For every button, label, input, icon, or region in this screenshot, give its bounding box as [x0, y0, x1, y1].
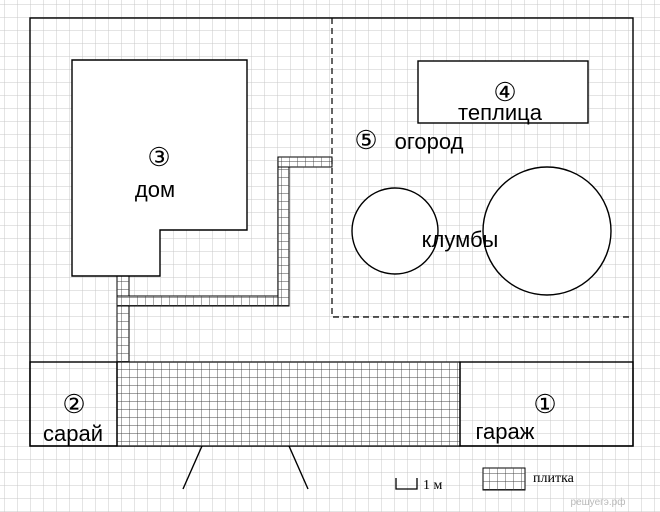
greenhouse-outline [417, 60, 589, 124]
shed-outline [29, 361, 118, 447]
shed-label: сарай [43, 421, 103, 446]
flowerbed-large [482, 166, 612, 296]
greenhouse-label: теплица [458, 100, 543, 125]
house-outline [71, 59, 248, 277]
watermark: решуегэ.рф [571, 496, 626, 508]
greenhouse-number: ④ [493, 78, 516, 107]
flowerbed-small [351, 187, 439, 275]
legend: 1 м плитка [395, 467, 575, 493]
gate-line-right [288, 445, 309, 490]
garden-number: ⑤ [354, 126, 377, 155]
scale-bar-icon [395, 478, 418, 490]
garage-label: гараж [476, 419, 535, 444]
house-label: дом [135, 177, 175, 202]
gate-line-left [182, 445, 203, 490]
garden-label: огород [395, 129, 464, 154]
tile-paths [116, 156, 461, 447]
scale-label: 1 м [423, 478, 443, 493]
garage-number: ① [533, 390, 556, 419]
flowerbeds-label: клумбы [422, 227, 499, 252]
house-number: ③ [147, 143, 170, 172]
shed-number: ② [62, 390, 85, 419]
garage-outline [459, 361, 634, 447]
tile-legend-label: плитка [533, 471, 575, 486]
